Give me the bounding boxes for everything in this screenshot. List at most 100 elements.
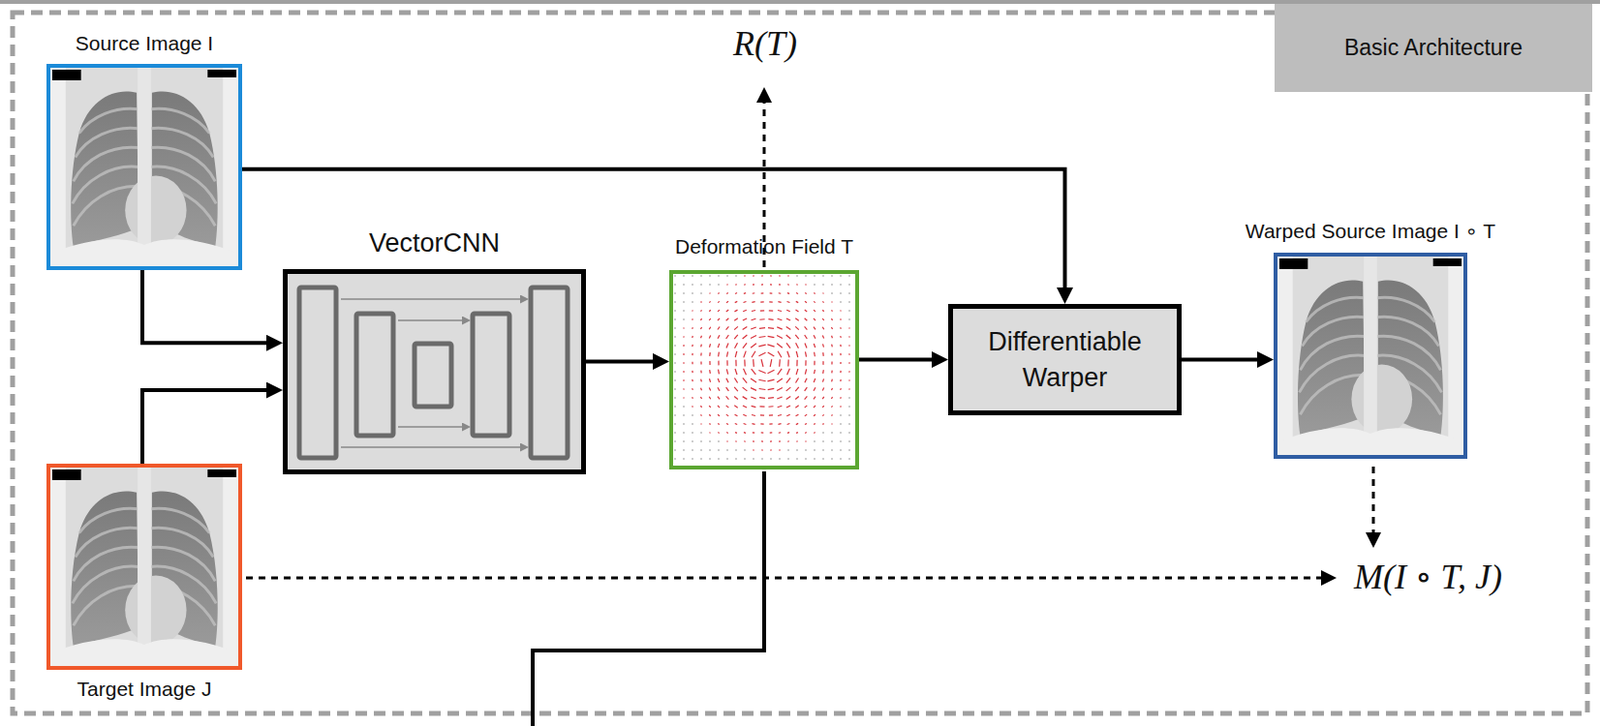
field-vector xyxy=(682,379,685,382)
field-vector xyxy=(708,292,711,295)
field-vector xyxy=(778,359,781,368)
field-dot xyxy=(691,275,693,277)
box-label: Basic Architecture xyxy=(1344,32,1523,63)
field-vector xyxy=(682,370,684,373)
field-dot xyxy=(848,458,850,460)
field-vector xyxy=(742,397,748,400)
field-vector xyxy=(735,423,738,425)
field-vector xyxy=(813,431,815,434)
field-vector xyxy=(682,344,685,347)
field-vector xyxy=(830,379,833,383)
field-vector xyxy=(717,405,720,408)
field-vector xyxy=(813,309,816,312)
field-vector xyxy=(734,309,738,312)
field-vector xyxy=(717,361,719,367)
field-vector xyxy=(743,301,747,303)
field-vector xyxy=(734,396,739,400)
field-dot xyxy=(717,275,719,277)
field-vector xyxy=(717,431,719,434)
field-vector xyxy=(752,275,754,277)
field-vector xyxy=(708,431,711,434)
field-vector xyxy=(786,335,792,339)
field-vector xyxy=(795,377,799,383)
field-dot xyxy=(848,292,850,294)
field-dot xyxy=(674,309,676,311)
field-vector xyxy=(769,309,773,312)
field-vector xyxy=(804,301,807,303)
field-vector xyxy=(717,292,719,295)
field-vector xyxy=(742,377,747,383)
field-vector xyxy=(848,336,851,338)
field-vector xyxy=(786,405,791,408)
field-dot xyxy=(848,423,850,425)
field-vector xyxy=(700,414,703,416)
field-dot xyxy=(682,414,684,416)
field-vector xyxy=(726,343,729,349)
field-vector xyxy=(787,351,790,359)
field-dot xyxy=(769,458,771,460)
field-vector xyxy=(760,309,765,312)
field-vector xyxy=(839,379,842,382)
field-dot xyxy=(691,449,693,451)
field-vector xyxy=(743,351,746,359)
field-vector xyxy=(735,360,737,367)
field-vector xyxy=(813,292,815,295)
field-dot xyxy=(708,440,710,442)
field-dot xyxy=(674,458,676,460)
field-vector xyxy=(787,275,789,277)
field-dot xyxy=(691,440,693,442)
field-vector xyxy=(768,352,775,357)
field-dot xyxy=(804,449,806,451)
field-vector xyxy=(839,344,842,347)
field-vector xyxy=(804,423,807,425)
field-vector xyxy=(813,343,815,348)
field-dot xyxy=(848,301,850,303)
field-dot xyxy=(682,440,684,442)
field-dot xyxy=(726,458,728,460)
field-dot xyxy=(778,458,780,460)
field-vector xyxy=(752,292,756,295)
field-vector xyxy=(734,387,739,392)
field-vector xyxy=(796,292,799,295)
field-vector xyxy=(822,405,824,408)
field-dot xyxy=(674,353,676,355)
field-vector xyxy=(768,388,775,390)
field-vector xyxy=(700,353,703,357)
field-dot xyxy=(674,336,676,338)
field-dot xyxy=(848,449,850,451)
field-vector xyxy=(822,309,824,312)
field-dot xyxy=(839,414,841,416)
field-dot xyxy=(839,301,841,303)
field-dot xyxy=(839,449,841,451)
field-vector xyxy=(735,342,739,348)
field-vector xyxy=(708,388,710,392)
field-dot xyxy=(674,397,676,399)
field-vector xyxy=(743,292,746,295)
flow-arrow xyxy=(142,270,267,343)
field-vector xyxy=(708,414,710,416)
field-vector xyxy=(804,309,807,312)
field-dot xyxy=(682,458,684,460)
field-vector xyxy=(726,283,728,286)
field-dot xyxy=(700,440,702,442)
field-vector xyxy=(734,335,739,339)
field-dot xyxy=(830,449,832,451)
field-vector xyxy=(769,301,772,303)
field-vector xyxy=(767,379,774,382)
field-vector xyxy=(750,336,757,339)
field-vector xyxy=(726,351,728,357)
field-vector xyxy=(717,414,720,417)
field-dot xyxy=(708,449,710,451)
field-vector xyxy=(822,378,824,382)
field-vector xyxy=(787,301,791,303)
field-dot xyxy=(726,449,728,451)
field-vector xyxy=(682,353,684,356)
field-vector xyxy=(760,423,764,425)
field-dot xyxy=(717,449,719,451)
field-dot xyxy=(752,458,754,460)
field-dot xyxy=(700,275,702,277)
field-vector xyxy=(751,414,756,417)
field-vector xyxy=(778,292,782,295)
field-vector xyxy=(830,414,833,416)
field-vector xyxy=(735,283,738,286)
